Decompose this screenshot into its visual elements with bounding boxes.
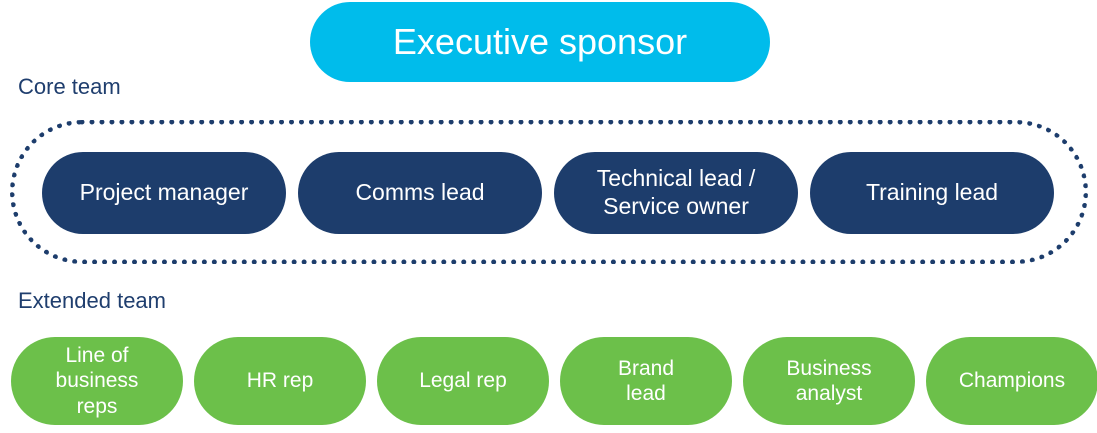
extended-node-label: HR rep xyxy=(246,369,314,393)
core-node-label: Project manager xyxy=(79,179,249,206)
core-node-project-manager: Project manager xyxy=(42,152,286,234)
core-node-comms-lead: Comms lead xyxy=(298,152,542,234)
extended-node-label: Business analyst xyxy=(786,356,872,405)
extended-team-label: Extended team xyxy=(18,288,166,313)
executive-sponsor-label: Executive sponsor xyxy=(392,21,688,63)
extended-node-line-of-business-reps: Line of business reps xyxy=(11,337,183,425)
core-node-label: Technical lead / Service owner xyxy=(596,165,756,219)
extended-node-label: Champions xyxy=(958,369,1066,393)
core-node-label: Training lead xyxy=(865,179,999,206)
extended-node-hr-rep: HR rep xyxy=(194,337,366,425)
core-node-label: Comms lead xyxy=(355,179,485,206)
extended-node-label: Line of business reps xyxy=(55,344,139,418)
extended-node-label: Brand lead xyxy=(617,356,675,405)
core-node-training-lead: Training lead xyxy=(810,152,1054,234)
extended-node-legal-rep: Legal rep xyxy=(377,337,549,425)
extended-node-business-analyst: Business analyst xyxy=(743,337,915,425)
extended-node-label: Legal rep xyxy=(419,369,507,393)
executive-sponsor-node: Executive sponsor xyxy=(310,2,770,82)
core-node-technical-lead: Technical lead / Service owner xyxy=(554,152,798,234)
core-team-label: Core team xyxy=(18,74,121,99)
extended-node-champions: Champions xyxy=(926,337,1097,425)
extended-node-brand-lead: Brand lead xyxy=(560,337,732,425)
core-team-group-border xyxy=(10,120,1088,264)
